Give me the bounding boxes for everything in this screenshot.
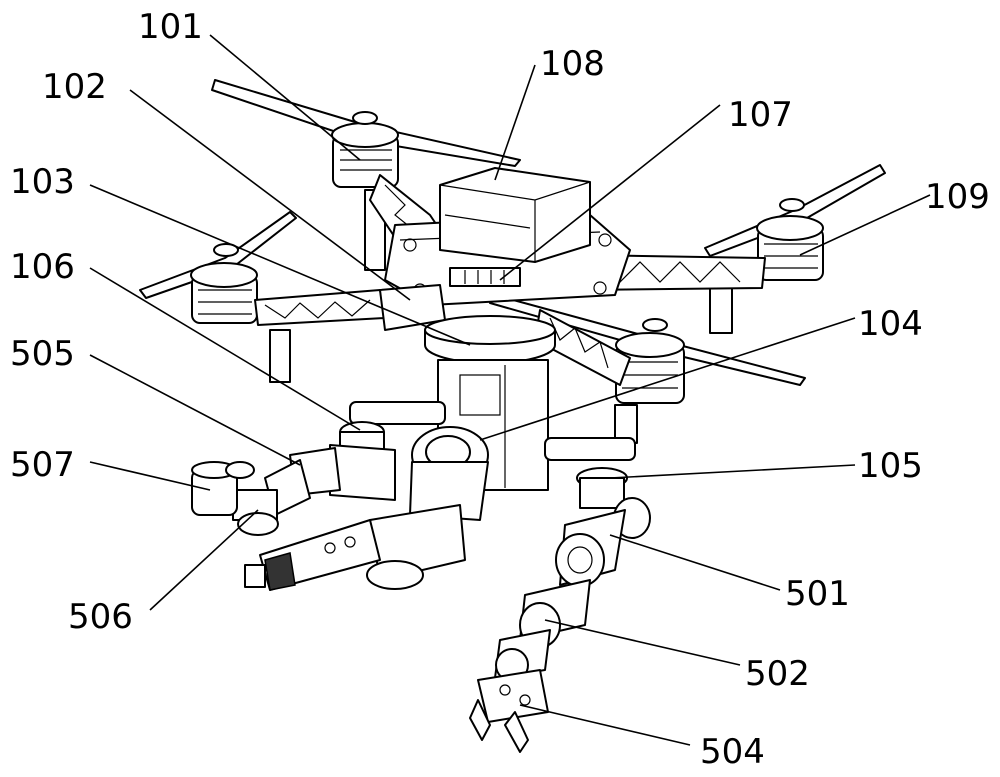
joint-502 [494, 579, 591, 682]
motor-109 [709, 198, 824, 334]
motor-left [190, 243, 291, 383]
leader-108 [494, 64, 536, 181]
label-108: 108 [540, 44, 605, 84]
leader-102 [129, 89, 411, 301]
leader-109 [799, 194, 931, 256]
label-502: 502 [745, 654, 810, 694]
center-joint [409, 426, 489, 521]
leader-506 [149, 509, 259, 611]
label-501: 501 [785, 574, 850, 614]
leader-502 [544, 619, 741, 666]
mount-103 [424, 315, 556, 364]
crossbar-105 [349, 401, 636, 461]
leader-105 [609, 464, 856, 479]
label-106: 106 [10, 247, 75, 287]
arm-link-505 [264, 444, 396, 516]
label-107: 107 [728, 95, 793, 135]
label-103: 103 [10, 162, 75, 202]
center-link [366, 504, 466, 590]
label-102: 102 [42, 67, 107, 107]
leader-106 [89, 267, 361, 431]
label-101: 101 [138, 7, 203, 47]
leader-504 [519, 704, 691, 746]
leader-104 [479, 317, 856, 441]
leader-101 [209, 34, 361, 161]
label-105: 105 [858, 446, 923, 486]
leader-505 [89, 354, 301, 466]
motor-101 [331, 111, 399, 271]
label-505: 505 [10, 334, 75, 374]
joint-501 [555, 467, 651, 587]
label-504: 504 [700, 732, 765, 772]
label-506: 506 [68, 597, 133, 637]
leader-103 [89, 184, 471, 346]
gripper-504 [469, 669, 549, 753]
leader-501 [609, 534, 781, 591]
battery-108 [439, 167, 591, 263]
controller-107 [449, 267, 521, 287]
tool-507 [191, 461, 255, 516]
label-507: 507 [10, 445, 75, 485]
reference-labels: 101 102 103 106 505 507 506 108 107 109 … [10, 7, 990, 772]
arm-left [254, 289, 386, 326]
motor-front-right [614, 318, 685, 444]
leader-107 [499, 104, 721, 281]
label-104: 104 [858, 304, 923, 344]
gripper-left [244, 519, 381, 591]
propeller-left [139, 211, 297, 299]
leader-lines [89, 34, 931, 746]
leader-507 [89, 461, 211, 491]
label-109: 109 [925, 177, 990, 217]
